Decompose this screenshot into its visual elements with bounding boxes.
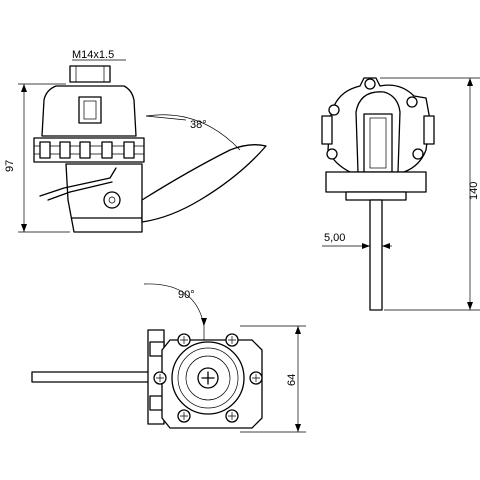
rotation-angle-label: 90° <box>178 289 195 301</box>
flange-screws <box>153 333 263 423</box>
lever-thickness-label: 5,00 <box>324 232 345 244</box>
lever-angle-arc <box>145 114 241 151</box>
lever-angle-label: 38° <box>190 119 207 131</box>
inlet-port <box>78 96 102 124</box>
side-view: 38° M14x1.5 97 <box>4 49 267 233</box>
top-view: 90° 64 <box>31 283 306 433</box>
actuating-lever <box>141 144 267 223</box>
front-lever-shaft <box>369 199 383 311</box>
pivot-nut <box>103 191 121 209</box>
fitting-top <box>69 65 111 83</box>
priming-lever-arm <box>39 167 117 197</box>
right-boss <box>423 115 435 145</box>
top-lever <box>31 371 151 383</box>
rotation-angle-arc <box>143 283 205 327</box>
left-boss <box>321 115 333 145</box>
total-height-label: 140 <box>468 182 480 200</box>
height-label: 97 <box>4 160 16 172</box>
flange-width-label: 64 <box>286 374 298 386</box>
front-view: 5,00 140 <box>321 77 480 311</box>
thread-label: M14x1.5 <box>72 49 114 61</box>
front-base <box>325 171 427 193</box>
flange-bolts <box>39 141 135 159</box>
